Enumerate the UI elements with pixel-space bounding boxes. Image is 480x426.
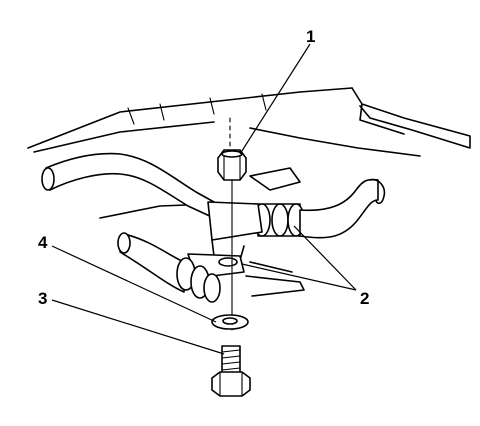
washer xyxy=(211,314,249,330)
leader-1 xyxy=(239,43,311,155)
frame-rail xyxy=(27,87,471,297)
upper-cooler-line xyxy=(41,152,386,239)
leader-lines xyxy=(51,43,357,355)
callout-3: 3 xyxy=(38,289,47,308)
leader-4 xyxy=(51,245,217,323)
callout-4: 4 xyxy=(38,233,48,252)
leader-2a xyxy=(293,225,357,291)
clamp xyxy=(187,201,263,279)
callout-1: 1 xyxy=(306,27,315,46)
leader-3 xyxy=(51,299,225,355)
bolt xyxy=(211,345,251,397)
leader-2b xyxy=(241,263,357,291)
lower-cooler-line xyxy=(117,232,221,303)
callout-2: 2 xyxy=(360,289,369,308)
nut xyxy=(217,149,247,181)
